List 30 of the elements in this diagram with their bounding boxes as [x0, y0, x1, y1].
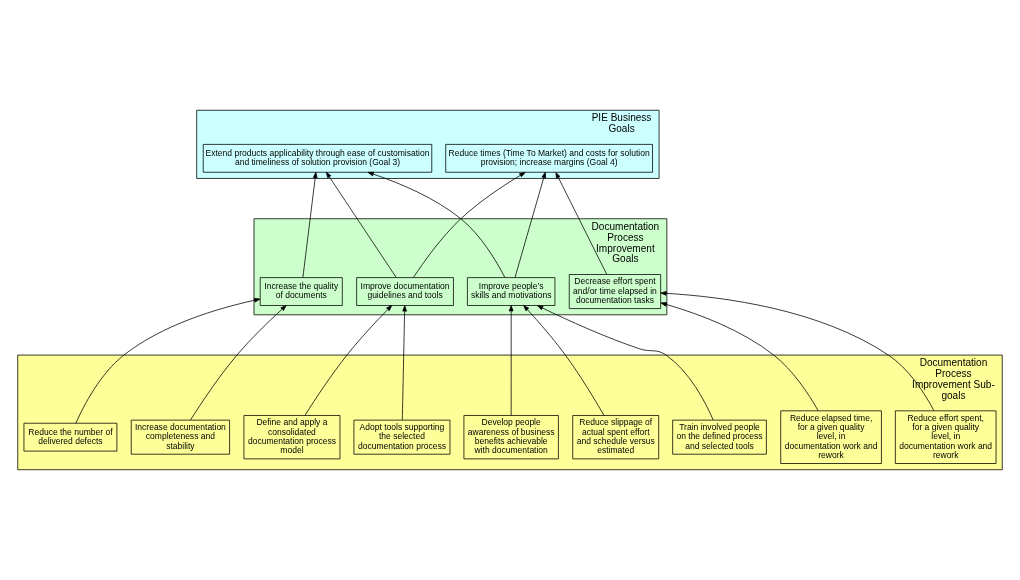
arrow: [555, 172, 608, 275]
node-box: Improve documentation guidelines and tools: [356, 277, 454, 306]
arrow: [660, 291, 935, 411]
node-box: Increase documentation completeness and stability: [130, 419, 230, 455]
arrow: [367, 171, 506, 278]
arrow: [190, 305, 287, 421]
node-box: Train involved people on the defined process and selected tools: [672, 419, 767, 455]
arrow: [514, 171, 547, 278]
node-box: Reduce effort spent, for a given quality level, in documentation work and rework: [894, 410, 997, 464]
node-box: Improve people’s skills and motivations: [467, 277, 556, 306]
arrow: [523, 305, 605, 416]
node-box: Develop people awareness of business benefits achievable with documentation: [463, 415, 559, 460]
arrow: [401, 305, 407, 421]
arrow: [304, 305, 393, 416]
node-box: Decrease effort spent and/or time elapsed in documentation tasks: [568, 274, 662, 309]
node-box: Reduce elapsed time, for a given quality level, in documentation work and rework: [780, 410, 882, 464]
node-box: Reduce slippage of actual spent effort and schedule versus estimated: [572, 415, 660, 460]
arrow: [302, 171, 318, 278]
node-box: Reduce the number of delivered defects: [23, 422, 118, 452]
node-box: Adopt tools supporting the selected documentation process: [353, 419, 451, 455]
arrow: [508, 305, 514, 416]
node-box: Increase the quality of documents: [259, 277, 343, 306]
arrow: [75, 298, 261, 424]
node-box: Reduce times (Time To Market) and costs for solution provision; increase margins (Goal 4): [445, 144, 653, 173]
arrow: [537, 305, 714, 421]
node-box: Define and apply a consolidated documentation process model: [243, 415, 341, 460]
arrow: [325, 171, 397, 278]
arrow: [660, 302, 819, 412]
arrow: [413, 172, 526, 278]
node-box: Extend products applicability through ease of customisation and timeliness of solution provision (Goal 3): [202, 144, 433, 173]
